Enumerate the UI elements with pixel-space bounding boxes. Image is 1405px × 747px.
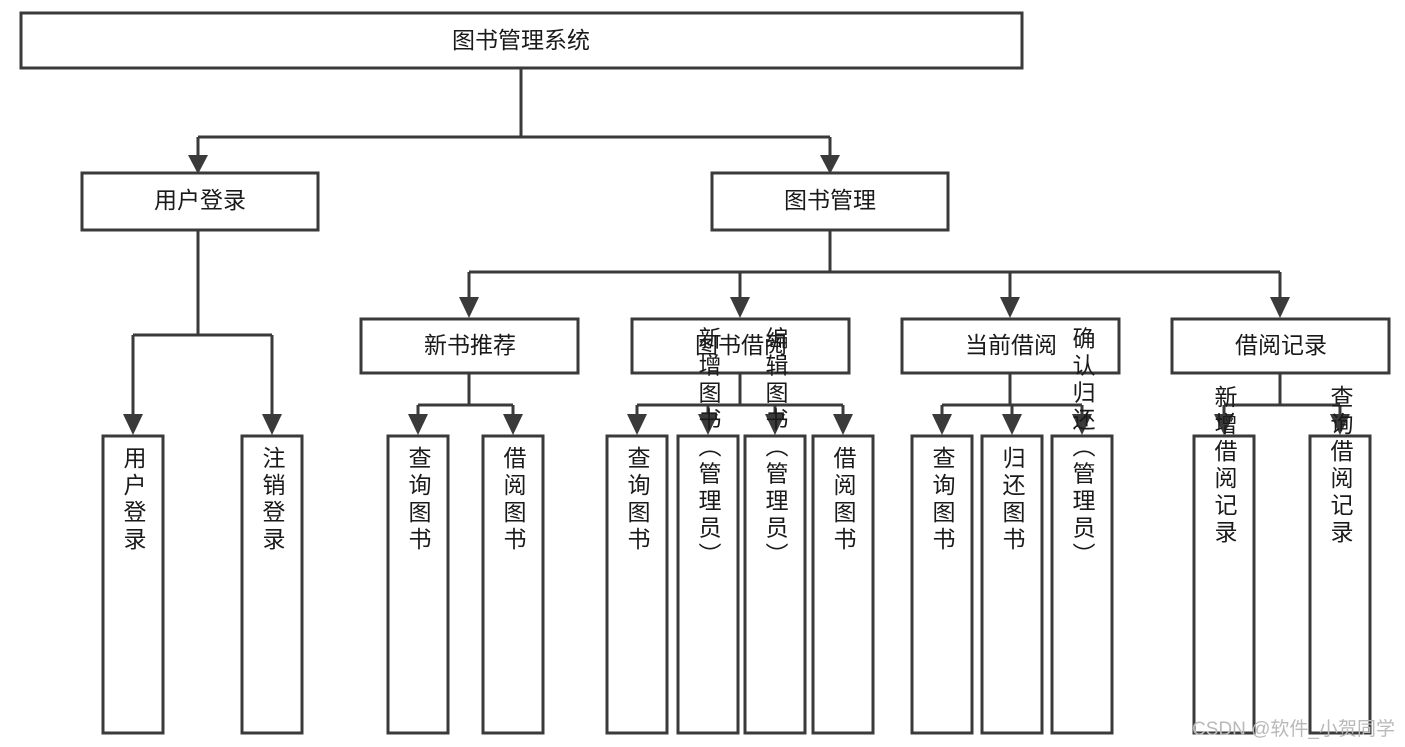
leaf-bb-add-book-box[interactable] [676, 434, 740, 735]
arrow-nb-query-book [408, 414, 428, 435]
leaf-nb-query-book-box[interactable] [386, 434, 450, 735]
arrow-to-user-login [188, 155, 208, 174]
node-new-book-recommend[interactable]: 新书推荐 [359, 317, 580, 375]
leaf-nb-query-book[interactable]: 查询图书 [386, 434, 450, 735]
arrow-bb-add-book [698, 414, 718, 435]
leaf-bb-borrow-book-label: 借阅图书 [830, 446, 857, 554]
leaf-cb-confirm-return[interactable]: 确认归还（管理员） [1050, 327, 1114, 735]
node-root-box[interactable] [19, 11, 1024, 70]
leaf-br-query-record[interactable]: 查询借阅记录 [1308, 385, 1372, 735]
leaf-user-login-box[interactable] [101, 434, 165, 735]
arrow-to-book-borrow [730, 297, 750, 318]
arrow-to-current-borrow [1000, 297, 1020, 318]
node-book-manage-label: 图书管理 [784, 187, 876, 213]
arrow-bb-borrow-book [833, 414, 853, 435]
leaf-cb-query-book-label: 查询图书 [929, 446, 956, 554]
arrow-nb-borrow-book [503, 414, 523, 435]
node-book-borrow-label: 图书借阅 [695, 332, 787, 358]
leaf-bb-add-book-label: 新增图书（管理员） [695, 327, 722, 570]
leaf-br-query-record-box[interactable] [1308, 434, 1372, 735]
leaf-logout-box[interactable] [240, 434, 304, 735]
leaf-user-login[interactable]: 用户登录 [101, 434, 165, 735]
node-book-borrow-box[interactable] [630, 317, 851, 375]
arrow-to-borrow-record [1270, 297, 1290, 318]
node-new-book-recommend-box[interactable] [359, 317, 580, 375]
leaf-bb-query-book-label: 查询图书 [624, 446, 651, 554]
arrow-leaf-user-login [123, 414, 143, 435]
leaf-bb-edit-book-box[interactable] [743, 434, 807, 735]
leaf-cb-return-book-box[interactable] [980, 434, 1044, 735]
leaf-bb-borrow-book-box[interactable] [811, 434, 875, 735]
leaf-logout-label: 注销登录 [259, 446, 286, 554]
node-user-login-label: 用户登录 [154, 187, 246, 213]
node-user-login-box[interactable] [80, 171, 320, 232]
leaf-nb-query-book-label: 查询图书 [405, 446, 432, 554]
leaf-cb-query-book[interactable]: 查询图书 [910, 434, 974, 735]
leaf-cb-confirm-return-label: 确认归还（管理员） [1069, 327, 1096, 570]
leaf-bb-add-book[interactable]: 新增图书（管理员） [676, 327, 740, 735]
leaf-bb-borrow-book[interactable]: 借阅图书 [811, 434, 875, 735]
node-user-login[interactable]: 用户登录 [80, 171, 320, 232]
node-new-book-recommend-label: 新书推荐 [424, 332, 516, 358]
leaf-br-add-record[interactable]: 新增借阅记录 [1192, 385, 1256, 735]
leaf-br-query-record-label: 查询借阅记录 [1327, 385, 1354, 547]
leaf-cb-return-book[interactable]: 归还图书 [980, 434, 1044, 735]
leaf-br-add-record-box[interactable] [1192, 434, 1256, 735]
node-current-borrow-box[interactable] [900, 317, 1121, 375]
leaf-bb-query-book[interactable]: 查询图书 [605, 434, 669, 735]
node-root[interactable]: 图书管理系统 [19, 11, 1024, 70]
leaf-user-login-label: 用户登录 [120, 446, 147, 554]
node-root-label: 图书管理系统 [452, 27, 590, 53]
leaf-cb-return-book-label: 归还图书 [999, 446, 1026, 554]
node-borrow-record-box[interactable] [1170, 317, 1391, 375]
leaf-nb-borrow-book-label: 借阅图书 [500, 446, 527, 554]
arrow-to-new-book [459, 297, 479, 318]
leaf-bb-query-book-box[interactable] [605, 434, 669, 735]
leaf-br-add-record-label: 新增借阅记录 [1211, 385, 1238, 547]
leaf-nb-borrow-book-box[interactable] [481, 434, 545, 735]
arrow-cb-confirm-return [1072, 414, 1092, 435]
arrow-br-query-record [1330, 414, 1350, 435]
arrow-br-add-record [1214, 414, 1234, 435]
leaf-nb-borrow-book[interactable]: 借阅图书 [481, 434, 545, 735]
arrow-cb-query-book [932, 414, 952, 435]
node-book-borrow[interactable]: 图书借阅 [630, 317, 851, 375]
leaf-logout[interactable]: 注销登录 [240, 434, 304, 735]
node-current-borrow[interactable]: 当前借阅 [900, 317, 1121, 375]
leaf-cb-query-book-box[interactable] [910, 434, 974, 735]
arrow-bb-edit-book [765, 414, 785, 435]
leaf-bb-edit-book-label: 编辑图书（管理员） [762, 327, 789, 570]
arrow-to-book-manage [820, 155, 840, 174]
edges-layer [123, 68, 1350, 435]
node-book-manage-box[interactable] [710, 171, 950, 232]
leaf-cb-confirm-return-box[interactable] [1050, 434, 1114, 735]
node-book-manage[interactable]: 图书管理 [710, 171, 950, 232]
leaf-bb-edit-book[interactable]: 编辑图书（管理员） [743, 327, 807, 735]
arrow-leaf-logout [262, 414, 282, 435]
node-current-borrow-label: 当前借阅 [965, 332, 1057, 358]
arrow-bb-query-book [627, 414, 647, 435]
arrow-cb-return-book [1002, 414, 1022, 435]
node-borrow-record-label: 借阅记录 [1235, 332, 1327, 358]
node-borrow-record[interactable]: 借阅记录 [1170, 317, 1391, 375]
